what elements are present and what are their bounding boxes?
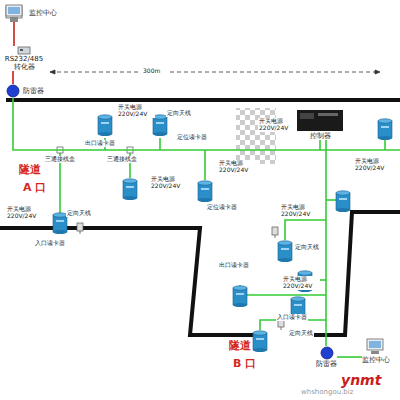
- conv-icon: [17, 46, 31, 55]
- device-node: RS232/485 转化器: [2, 46, 46, 71]
- device-label: 监控中心: [362, 356, 390, 364]
- placeholder-image: [236, 108, 276, 164]
- tunnel-entrance-label: A 口: [22, 182, 47, 195]
- device-node: 控制器: [296, 108, 344, 140]
- device-caption: 300m: [142, 68, 161, 75]
- watermark: whshongou.biz: [300, 388, 354, 396]
- device-caption: 开关电源 220V/24V: [280, 204, 318, 218]
- device-caption: 出口读卡器: [218, 262, 250, 269]
- device-caption: 开关电源 220V/24V: [6, 206, 44, 220]
- cable-connector: [325, 140, 327, 346]
- device-label: 监控中心: [29, 9, 57, 17]
- device-caption: 开关电源 220V/24V: [282, 276, 320, 290]
- tunnel-entrance-label: B 口: [232, 358, 257, 371]
- device-caption: 定向天线: [294, 244, 320, 251]
- network-wire: [60, 138, 400, 330]
- cable-connector: [13, 98, 320, 150]
- circle-icon: [6, 84, 20, 98]
- device-label: 防雷器: [23, 87, 44, 95]
- device-caption: 定位读卡器: [176, 134, 208, 141]
- device-caption: 开关电源 220V/24V: [218, 160, 256, 174]
- device-caption: 定向天线: [166, 110, 192, 117]
- device-caption: 开关电源 220V/24V: [150, 176, 188, 190]
- pc-icon: [4, 4, 26, 22]
- device-node: 监控中心: [4, 4, 57, 22]
- device-caption: 出口读卡器: [84, 140, 116, 147]
- device-caption: 定向天线: [288, 330, 314, 337]
- device-label: 防雷器: [316, 360, 337, 368]
- ctrl-icon: [296, 108, 344, 132]
- device-caption: 入口读卡器: [34, 240, 66, 247]
- cable-connector: [13, 22, 15, 46]
- cable-connector: [12, 71, 14, 84]
- device-label: 控制器: [310, 132, 331, 140]
- computer-icon: [6, 6, 22, 22]
- device-node: 监控中心: [362, 338, 390, 364]
- device-caption: 开关电源 220V/24V: [258, 118, 296, 132]
- device-caption: 定位读卡器: [206, 204, 238, 211]
- tunnel-entrance-label: 隧道: [18, 164, 42, 177]
- cable-connector: [337, 356, 362, 358]
- device-node: 防雷器: [316, 346, 337, 368]
- device-label: RS232/485 转化器: [2, 55, 46, 71]
- device-caption: 开关电源 220V/24V: [354, 158, 392, 172]
- device-caption: 三通接线盒: [44, 156, 76, 163]
- device-caption: 开关电源 220V/24V: [117, 104, 155, 118]
- dimension-line: [50, 70, 380, 74]
- circle-icon: [320, 346, 334, 360]
- watermark: ynmt: [340, 372, 382, 388]
- device-caption: 入口读卡器: [276, 314, 308, 321]
- device-caption: 定向天线: [66, 210, 92, 217]
- directional-antenna: [77, 105, 284, 330]
- tunnel-entrance-label: 隧道: [228, 340, 252, 353]
- pc-icon: [365, 338, 387, 356]
- device-caption: 三通接线盒: [106, 156, 138, 163]
- tunnel-wall: [0, 100, 400, 335]
- device-node: 防雷器: [6, 84, 44, 98]
